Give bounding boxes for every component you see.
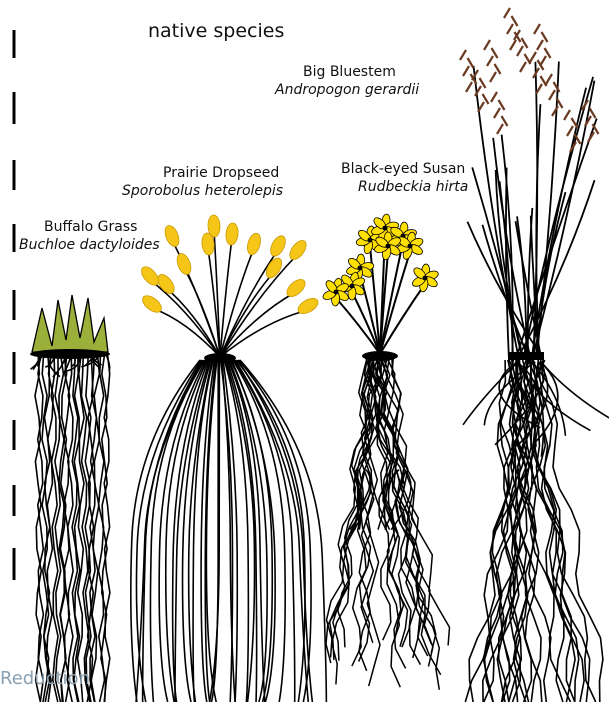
flower-center bbox=[386, 244, 391, 249]
leaf-blade bbox=[536, 192, 566, 358]
seed-head bbox=[472, 70, 489, 112]
seed-head bbox=[174, 252, 193, 277]
seed-stem bbox=[214, 230, 220, 357]
black-eyed-susan-illustration bbox=[322, 214, 450, 690]
spikelet bbox=[540, 56, 546, 66]
seed-head bbox=[491, 92, 508, 134]
scientific-name: Sporobolus heterolepis bbox=[122, 183, 283, 199]
seed-head bbox=[268, 233, 289, 258]
crown bbox=[204, 353, 236, 363]
spikelet bbox=[494, 108, 500, 118]
seed-head bbox=[514, 30, 531, 72]
leaf-blade bbox=[516, 118, 597, 358]
flower bbox=[411, 264, 440, 293]
root-strand bbox=[38, 352, 44, 702]
section-title: native species bbox=[148, 20, 284, 42]
flower-center bbox=[358, 266, 363, 271]
spikelet bbox=[504, 8, 510, 18]
flower-center bbox=[408, 244, 413, 249]
spikelet bbox=[507, 24, 513, 34]
big-bluestem-illustration bbox=[460, 8, 609, 702]
seed-head bbox=[484, 40, 501, 82]
seed-head bbox=[225, 222, 239, 245]
root-strand bbox=[234, 360, 295, 702]
spikelet bbox=[510, 40, 516, 50]
flower-center bbox=[368, 238, 373, 243]
flower-center bbox=[350, 284, 355, 289]
spikelet bbox=[537, 40, 543, 50]
seed-stem bbox=[220, 254, 298, 357]
spikelet bbox=[546, 74, 552, 84]
footer-caption: Reduction bbox=[0, 668, 90, 689]
spikelet bbox=[567, 126, 573, 136]
spikelet bbox=[487, 56, 493, 66]
crown bbox=[508, 352, 544, 360]
flower-stem bbox=[370, 246, 380, 354]
seed-head bbox=[287, 238, 310, 263]
prairie-dropseed-illustration bbox=[131, 215, 327, 702]
spikelet bbox=[520, 62, 526, 72]
seed-head bbox=[534, 24, 551, 66]
seed-head bbox=[504, 8, 521, 50]
grass-blades bbox=[32, 295, 108, 352]
spikelet bbox=[564, 110, 570, 120]
root-strand bbox=[239, 360, 311, 702]
spikelet bbox=[517, 46, 523, 56]
seed-head bbox=[162, 224, 181, 249]
flower-center bbox=[383, 226, 388, 231]
spikelet bbox=[463, 66, 469, 76]
crown bbox=[30, 349, 110, 359]
common-name: Buffalo Grass bbox=[44, 219, 137, 235]
spikelet bbox=[491, 92, 497, 102]
scientific-name: Rudbeckia hirta bbox=[358, 179, 468, 195]
spikelet bbox=[466, 82, 472, 92]
root-strand bbox=[104, 352, 110, 702]
seed-head bbox=[546, 74, 563, 116]
seed-stem bbox=[152, 308, 220, 357]
spikelet bbox=[534, 24, 540, 34]
scientific-name: Buchloe dactyloides bbox=[19, 237, 160, 253]
spikelet bbox=[497, 124, 503, 134]
seed-stem bbox=[220, 310, 308, 357]
spikelet bbox=[460, 50, 466, 60]
common-name: Big Bluestem bbox=[303, 64, 396, 80]
spikelet bbox=[549, 90, 555, 100]
scientific-name: Andropogon gerardii bbox=[275, 82, 419, 98]
flower-center bbox=[334, 290, 339, 295]
seed-head bbox=[245, 232, 263, 257]
seed-stem bbox=[220, 238, 232, 357]
common-name: Prairie Dropseed bbox=[163, 165, 279, 181]
seed-head bbox=[295, 295, 320, 316]
spikelet bbox=[530, 52, 536, 62]
spikelet bbox=[484, 40, 490, 50]
flower-center bbox=[423, 276, 428, 281]
buffalo-grass-illustration bbox=[30, 295, 110, 702]
common-name: Black-eyed Susan bbox=[341, 161, 465, 177]
spikelet bbox=[490, 72, 496, 82]
crown bbox=[362, 351, 398, 361]
